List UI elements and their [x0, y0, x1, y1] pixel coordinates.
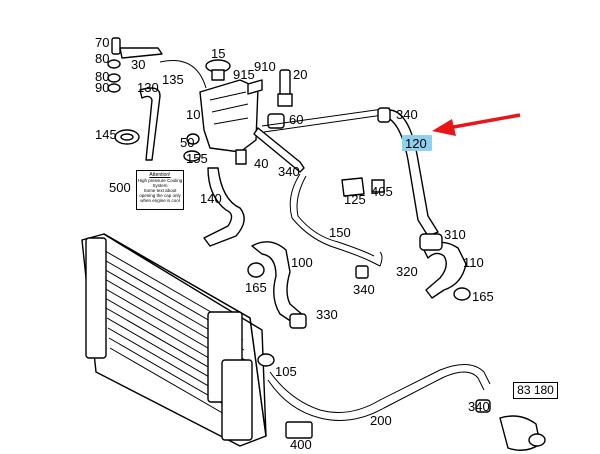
part-number-330[interactable]: 330 — [316, 307, 338, 322]
part-number-120[interactable]: 120 — [405, 136, 427, 151]
part-number-125[interactable]: 125 — [344, 192, 366, 207]
part-number-80[interactable]: 80 — [95, 51, 110, 66]
part-number-340[interactable]: 340 — [396, 107, 418, 122]
part-number-155[interactable]: 155 — [186, 151, 208, 166]
part-number-145[interactable]: 145 — [95, 127, 117, 142]
callout-83-180[interactable]: 83 180 — [513, 382, 558, 399]
part-number-400[interactable]: 400 — [290, 437, 312, 452]
part-number-340[interactable]: 340 — [353, 282, 375, 297]
part-number-15[interactable]: 15 — [211, 46, 226, 61]
auxiliary-pump — [475, 399, 546, 451]
radiator — [81, 233, 267, 447]
part-number-320[interactable]: 320 — [396, 264, 418, 279]
part-number-30[interactable]: 30 — [131, 57, 146, 72]
hose-140 — [203, 167, 245, 247]
warning-label-card: Attention! High pressure Cooling System … — [136, 170, 184, 210]
part-number-130[interactable]: 130 — [137, 80, 159, 95]
part-number-50[interactable]: 50 — [180, 135, 195, 150]
part-number-340[interactable]: 340 — [468, 399, 490, 414]
warning-line2: System — [152, 183, 168, 188]
warning-line1: High pressure Cooling — [137, 178, 183, 183]
part-number-70[interactable]: 70 — [95, 35, 110, 50]
small-parts-left — [107, 37, 207, 161]
part-number-80[interactable]: 80 — [95, 69, 110, 84]
highlight-box — [402, 135, 432, 151]
part-number-200[interactable]: 200 — [370, 413, 392, 428]
part-number-150[interactable]: 150 — [329, 225, 351, 240]
part-number-405[interactable]: 405 — [371, 184, 393, 199]
warning-body: Some text about opening the cap only whe… — [139, 188, 181, 203]
hose-connector — [253, 127, 305, 173]
hose-120 — [381, 109, 439, 237]
part-number-340[interactable]: 340 — [278, 164, 300, 179]
part-number-165[interactable]: 165 — [245, 280, 267, 295]
part-number-910[interactable]: 910 — [254, 59, 276, 74]
part-number-135[interactable]: 135 — [162, 72, 184, 87]
part-number-40[interactable]: 40 — [254, 156, 269, 171]
part-number-165[interactable]: 165 — [472, 289, 494, 304]
part-number-105[interactable]: 105 — [275, 364, 297, 379]
hose-110 — [423, 241, 467, 299]
part-number-60[interactable]: 60 — [289, 112, 304, 127]
part-number-915[interactable]: 915 — [233, 67, 255, 82]
part-number-110[interactable]: 110 — [463, 255, 484, 270]
part-number-500[interactable]: 500 — [109, 180, 131, 195]
red-arrow — [432, 113, 521, 136]
part-number-20[interactable]: 20 — [293, 67, 308, 82]
small-parts-top — [183, 69, 293, 165]
part-number-140[interactable]: 140 — [200, 191, 222, 206]
part-number-90[interactable]: 90 — [95, 80, 110, 95]
expansion-tank — [199, 59, 259, 153]
warning-title: Attention! — [149, 172, 171, 178]
part-number-100[interactable]: 100 — [291, 255, 313, 270]
part-number-310[interactable]: 310 — [444, 227, 466, 242]
part-number-10[interactable]: 10 — [186, 107, 201, 122]
